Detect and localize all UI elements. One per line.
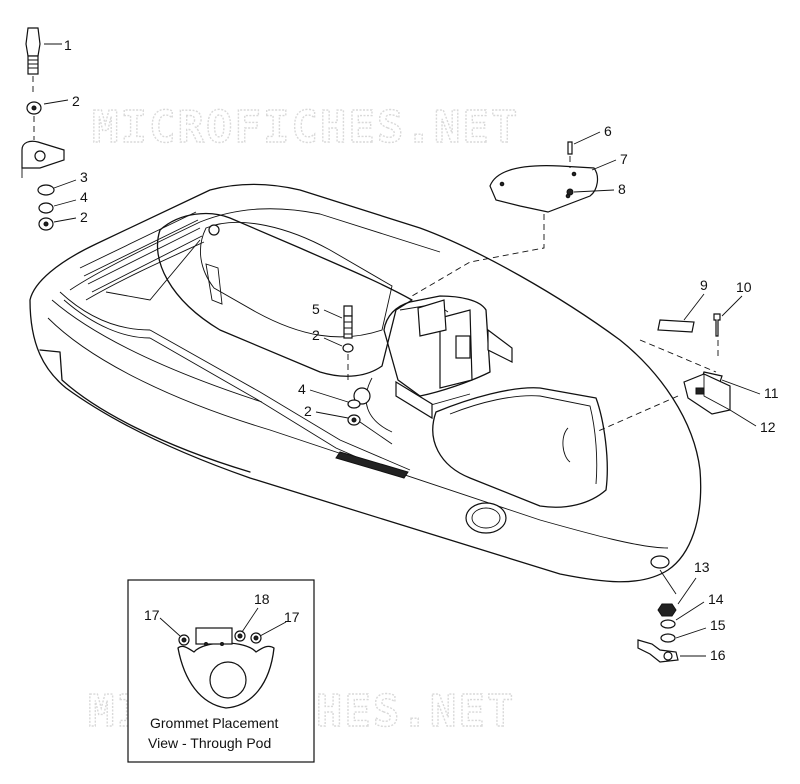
callout-18: 18 xyxy=(254,591,270,607)
part-screw-10 xyxy=(713,313,721,337)
callout-2d: 2 xyxy=(304,403,312,419)
part-washer-14 xyxy=(660,619,676,629)
part-screw-6 xyxy=(567,141,573,155)
hull xyxy=(29,183,702,583)
callout-7: 7 xyxy=(620,151,628,167)
inset-caption-line-1: Grommet Placement xyxy=(150,715,278,731)
part-lockwasher-4b xyxy=(347,399,361,409)
callout-5: 5 xyxy=(312,301,320,317)
callout-2a: 2 xyxy=(72,93,80,109)
callout-17b: 17 xyxy=(284,609,300,625)
part-stud-5 xyxy=(343,305,353,339)
part-eye-16 xyxy=(637,639,679,663)
part-nut-13 xyxy=(657,603,677,617)
part-stud-1 xyxy=(25,27,41,75)
part-lockwasher-4 xyxy=(38,202,54,214)
part-plate-7 xyxy=(489,165,599,213)
callout-4b: 4 xyxy=(298,381,306,397)
callout-6: 6 xyxy=(604,123,612,139)
callout-1: 1 xyxy=(64,37,72,53)
inset-caption-line-2: View - Through Pod xyxy=(148,735,271,751)
callout-9: 9 xyxy=(700,277,708,293)
part-washer-3 xyxy=(37,184,55,196)
callout-11: 11 xyxy=(764,385,779,401)
callout-13: 13 xyxy=(694,559,710,575)
part-nut-2c xyxy=(342,343,354,353)
callout-12: 12 xyxy=(760,419,776,435)
part-nut-8 xyxy=(566,188,574,196)
callout-16: 16 xyxy=(710,647,726,663)
callout-4a: 4 xyxy=(80,189,88,205)
callout-15: 15 xyxy=(710,617,726,633)
part-washer-15 xyxy=(660,633,676,643)
callout-2b: 2 xyxy=(80,209,88,225)
watermark-top: MICROFICHES.NET xyxy=(92,102,519,153)
callout-8: 8 xyxy=(618,181,626,197)
callout-2c: 2 xyxy=(312,327,320,343)
callout-3: 3 xyxy=(80,169,88,185)
callout-10: 10 xyxy=(736,279,752,295)
callout-14: 14 xyxy=(708,591,724,607)
inset-grommet-placement: 17 18 17 Grommet Placement View - Throug… xyxy=(127,579,315,763)
part-decal-9 xyxy=(657,319,695,333)
callout-17a: 17 xyxy=(144,607,160,623)
